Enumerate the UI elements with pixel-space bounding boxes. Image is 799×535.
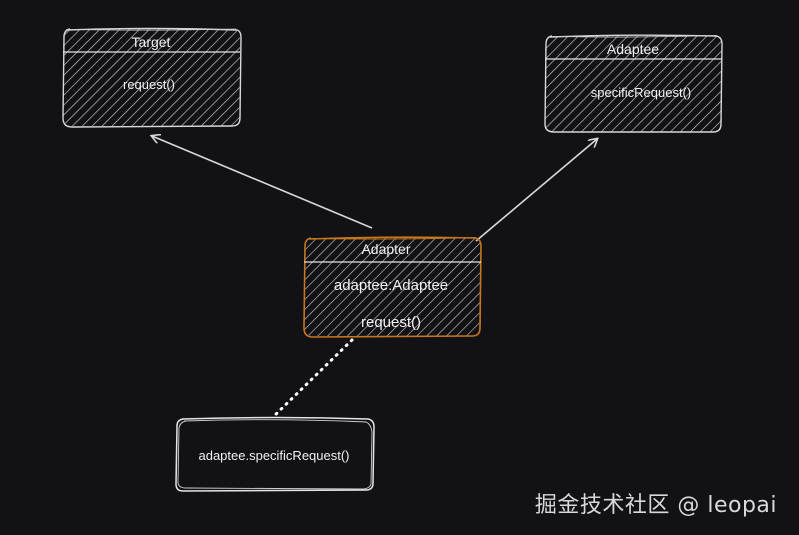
connectors bbox=[152, 136, 597, 420]
dotted-link-adapter-to-note bbox=[270, 338, 354, 420]
implementation-note-box[interactable]: adaptee.specificRequest() bbox=[175, 416, 375, 492]
target-class-box[interactable]: Target request() bbox=[62, 27, 242, 128]
watermark-text: 掘金技术社区 @ leopai bbox=[534, 493, 777, 518]
adapter-class-box[interactable]: Adapter adaptee:Adaptee request() bbox=[303, 236, 482, 338]
adapter-title: Adapter bbox=[361, 241, 410, 257]
target-method: request() bbox=[123, 77, 175, 92]
adaptee-method: specificRequest() bbox=[591, 85, 691, 100]
adaptee-class-box[interactable]: Adaptee specificRequest() bbox=[544, 34, 723, 133]
adapter-method: request() bbox=[361, 314, 421, 331]
target-title: Target bbox=[132, 34, 171, 50]
arrow-adapter-to-target bbox=[152, 136, 373, 229]
adaptee-title: Adaptee bbox=[607, 41, 659, 57]
note-text: adaptee.specificRequest() bbox=[198, 448, 349, 463]
adapter-field: adaptee:Adaptee bbox=[334, 277, 448, 294]
arrow-adapter-to-adaptee bbox=[475, 139, 597, 242]
